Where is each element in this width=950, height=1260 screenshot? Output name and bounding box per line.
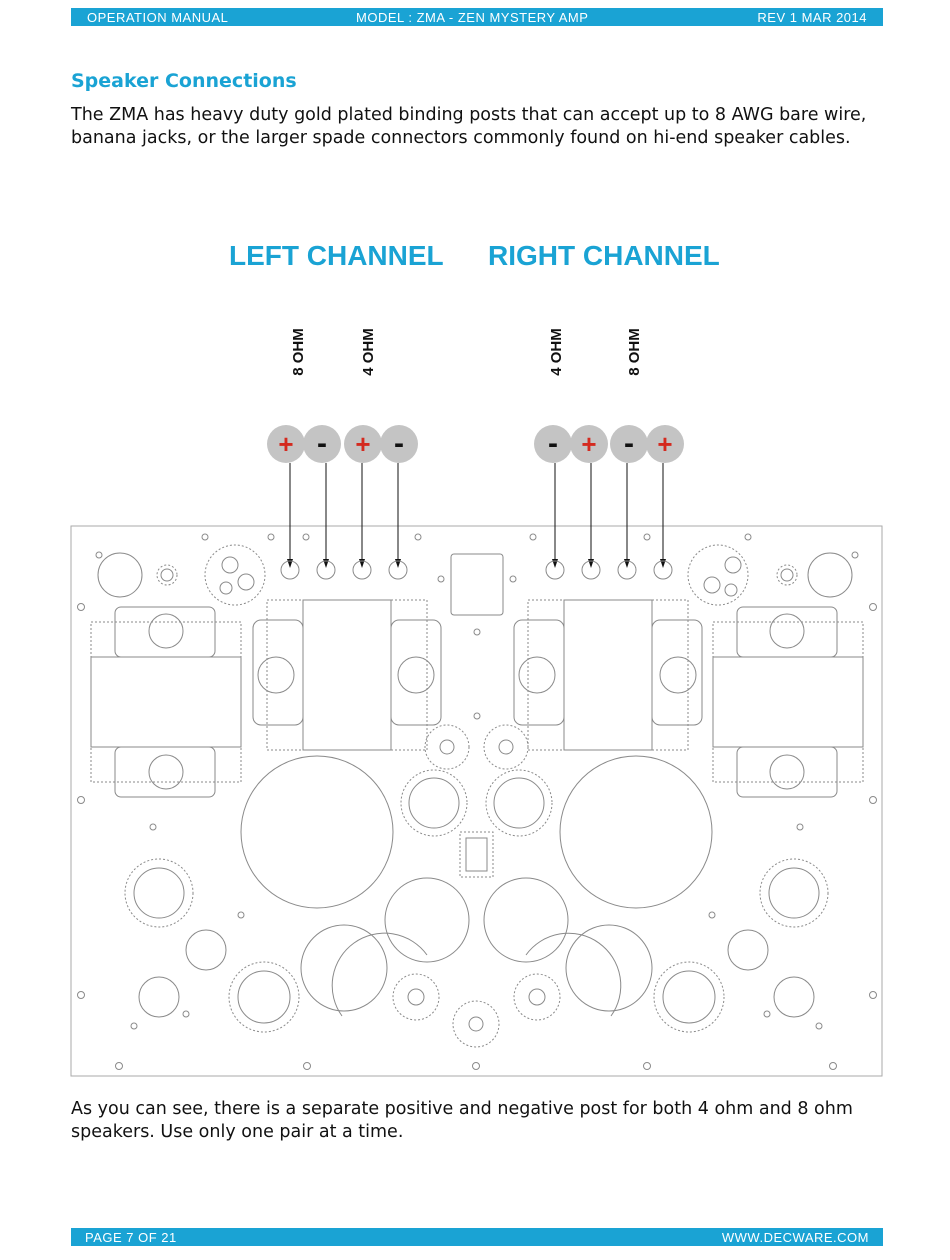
chassis-outline [70,525,883,1077]
power-inlet [450,553,504,616]
right-8ohm-positive-post: + [646,425,684,463]
left-8ohm-positive-post: + [267,425,305,463]
footer-bar: PAGE 7 OF 21 WWW.DECWARE.COM [71,1228,883,1246]
right-4ohm-negative-post: - [534,425,572,463]
outro-paragraph: As you can see, there is a separate posi… [71,1099,853,1142]
tube-left-center [384,877,470,963]
right-8ohm-negative-post: - [610,425,648,463]
terminal-holes [280,560,673,580]
intro-paragraph: The ZMA has heavy duty gold plated bindi… [71,105,867,148]
mounting-holes [77,533,877,1070]
left-capacitor [240,755,394,909]
right-output-transformer [513,599,703,751]
page-number: PAGE 7 OF 21 [85,1229,177,1245]
right-4ohm-positive-post: + [570,425,608,463]
tube-left-outer [300,924,388,1012]
tube-right-center [483,877,569,963]
tube-right-outer [565,924,653,1012]
right-capacitor [559,755,713,909]
left-4ohm-negative-post: - [380,425,418,463]
header-bar: OPERATION MANUAL MODEL : ZMA - ZEN MYSTE… [71,8,883,26]
left-power-transformer [90,606,242,798]
right-channel-label: RIGHT CHANNEL [488,240,720,271]
header-manual-title: OPERATION MANUAL [87,9,229,25]
left-channel-label: LEFT CHANNEL [229,240,444,271]
header-revision: REV 1 MAR 2014 [757,9,867,25]
left-4ohm-positive-post: + [344,425,382,463]
section-title: Speaker Connections [71,70,297,92]
right-power-transformer [712,606,864,798]
website-link[interactable]: WWW.DECWARE.COM [721,1229,869,1245]
left-output-transformer [252,599,442,751]
leader-lines [289,463,664,560]
header-model: MODEL : ZMA - ZEN MYSTERY AMP [356,9,589,25]
left-8ohm-negative-post: - [303,425,341,463]
